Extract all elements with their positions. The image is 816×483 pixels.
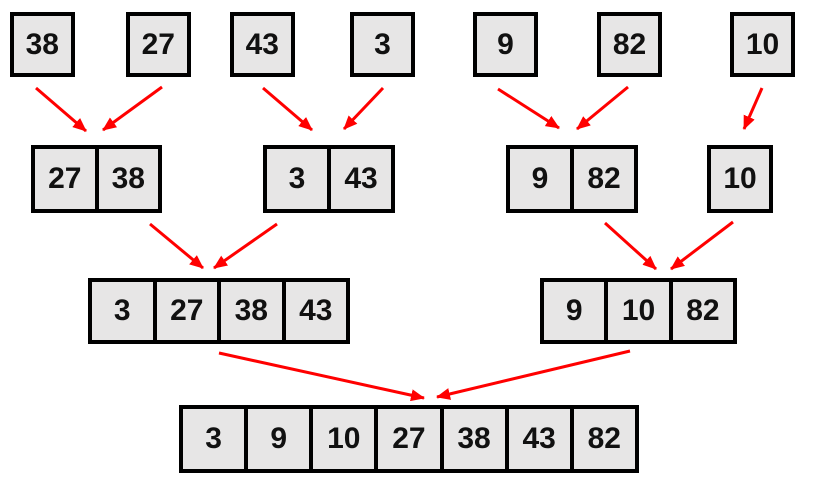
merge-arrow-10-to-10 [742, 87, 764, 130]
array-cell: 3 [288, 162, 306, 195]
array-cell: 82 [570, 149, 634, 209]
merge-arrow-27-38-to-3-27-38-43 [149, 222, 204, 270]
array-cell: 27 [374, 409, 439, 469]
array-cell: 27 [48, 162, 82, 195]
array-cell: 38 [439, 409, 505, 469]
merge-arrow-9-82-to-9-10-82 [603, 221, 658, 271]
array-box-level-1-unsorted: 27 [126, 12, 191, 77]
array-cell: 10 [745, 27, 780, 61]
merge-arrow-82-to-9-82 [576, 85, 629, 131]
array-cell: 43 [327, 149, 391, 209]
array-cell: 27 [152, 282, 218, 340]
merge-arrow-38-to-27-38 [35, 86, 87, 133]
array-cell: 3 [374, 27, 391, 61]
array-box-level-2-merge-pairs: 3 43 [263, 145, 395, 213]
array-cell: 3 [113, 294, 131, 327]
array-cell: 10 [723, 162, 757, 195]
array-cell: 10 [309, 409, 374, 469]
merge-arrow-10-to-9-10-82 [670, 220, 734, 271]
array-cell: 9 [497, 27, 514, 61]
array-cell: 9 [565, 294, 583, 327]
array-cell: 82 [569, 409, 635, 469]
array-box-level-1-unsorted: 3 [350, 12, 415, 77]
array-box-level-2-merge-pairs: 27 38 [31, 145, 162, 213]
merge-arrow-27-to-27-38 [102, 85, 163, 132]
array-cell: 38 [25, 27, 59, 61]
array-box-level-1-unsorted: 38 [10, 12, 75, 77]
array-box-level-1-unsorted: 43 [230, 12, 295, 77]
array-cell: 43 [281, 282, 347, 340]
array-cell: 27 [141, 27, 175, 61]
merge-arrow-43-to-3-43 [262, 86, 313, 132]
merge-arrow-3-to-3-43 [342, 86, 385, 131]
merge-arrow-9-10-82-to-sorted [436, 349, 631, 400]
merge-arrow-3-27-38-43-to-sorted [218, 351, 425, 402]
array-box-level-2-merge-pairs: 9 82 [506, 145, 638, 213]
array-cell: 3 [205, 422, 222, 455]
merge-arrow-9-to-9-82 [497, 87, 560, 130]
array-box-level-1-unsorted: 82 [597, 12, 662, 77]
array-box-level-2-merge-pairs: 10 [707, 145, 773, 213]
array-box-level-1-unsorted: 10 [730, 12, 795, 77]
array-cell: 9 [244, 409, 309, 469]
array-cell: 10 [604, 282, 668, 340]
array-cell: 9 [531, 162, 549, 195]
merge-arrow-3-43-to-3-27-38-43 [213, 222, 278, 270]
array-cell: 43 [504, 409, 570, 469]
array-cell: 38 [217, 282, 282, 340]
array-box-level-1-unsorted: 9 [473, 12, 538, 77]
array-cell: 43 [245, 27, 279, 61]
array-cell: 38 [94, 149, 159, 209]
array-cell: 82 [612, 27, 647, 61]
array-cell: 82 [668, 282, 733, 340]
